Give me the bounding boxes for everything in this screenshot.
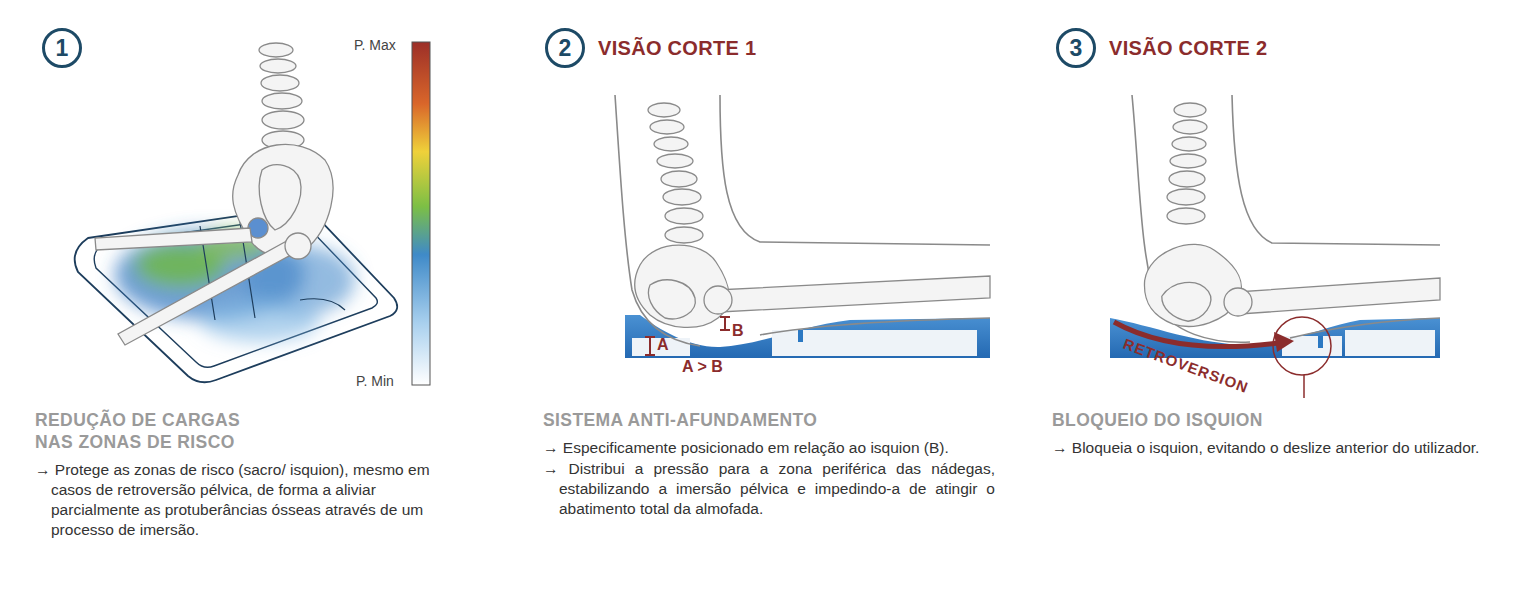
pressure-scale [412, 42, 430, 385]
skeleton-section-2 [1167, 208, 1205, 224]
body-outline-1 [720, 95, 990, 245]
skeleton-section-1 [635, 103, 990, 327]
skeleton-3d [95, 43, 333, 345]
skeleton-section-2 [1169, 171, 1205, 187]
cushion-section-2 [1345, 330, 1435, 356]
pressure-scale [412, 42, 430, 385]
skeleton-3d [118, 238, 300, 345]
skeleton-3d [262, 111, 304, 129]
cushion-3d [200, 298, 320, 342]
skeleton-3d [95, 228, 252, 250]
cushion-section-1 [798, 330, 803, 342]
skeleton-section-2 [1224, 288, 1252, 316]
step-circle: 2VISÃO CORTE 1 [545, 28, 585, 68]
skeleton-3d [259, 43, 293, 57]
skeleton-section-1 [648, 103, 680, 117]
cushion-section-2 [1282, 336, 1342, 356]
skeleton-section-1 [716, 276, 990, 312]
skeleton-3d [285, 233, 311, 259]
feature-heading: SISTEMA ANTI-AFUNDAMENTO [543, 409, 993, 431]
detail-callout [1273, 317, 1331, 398]
section-title: VISÃO CORTE 1 [598, 37, 756, 60]
skeleton-section-2 [1132, 103, 1440, 341]
skeleton-section-2 [1158, 275, 1216, 329]
retroversion-arrow [1274, 332, 1294, 352]
skeleton-section-2 [1173, 120, 1207, 134]
feature-heading: REDUÇÃO DE CARGAS NAS ZONAS DE RISCO [35, 409, 275, 453]
skeleton-section-2 [1170, 154, 1206, 168]
skeleton-3d [259, 165, 301, 230]
skeleton-section-1 [663, 189, 701, 205]
step-number: 1 [45, 31, 79, 65]
dimension-markers [720, 317, 730, 330]
step-circle: 3VISÃO CORTE 2 [1056, 28, 1096, 68]
scale-min: P. Min [356, 373, 394, 389]
body-outline-2 [1290, 318, 1440, 338]
skeleton-3d [262, 93, 302, 109]
dimension-letter: A [657, 336, 669, 354]
skeleton-section-2 [1172, 137, 1206, 151]
feature-heading: BLOQUEIO DO ISQUION [1052, 409, 1512, 431]
skeleton-section-1 [704, 286, 732, 314]
cushion-section-1 [772, 330, 977, 356]
cushion-3d [94, 218, 377, 367]
dimension-markers [645, 337, 655, 355]
dimension-relation: A > B [682, 358, 723, 376]
skeleton-section-2 [1132, 230, 1251, 342]
dimension-markers [645, 317, 730, 355]
skeleton-section-1 [657, 154, 693, 168]
section-title: VISÃO CORTE 2 [1109, 37, 1267, 60]
dimension-letter: B [732, 322, 744, 340]
skeleton-3d [261, 75, 299, 91]
skeleton-section-1 [661, 171, 697, 187]
detail-callout [1273, 317, 1331, 375]
body-outline-2 [1132, 95, 1440, 342]
feature-text: → Protege as zonas de risco (sacro/ isqu… [35, 460, 465, 540]
cushion-section-2 [1318, 336, 1323, 348]
skeleton-section-1 [665, 227, 703, 243]
body-outline-1 [760, 318, 990, 335]
detail-callout [1303, 375, 1305, 398]
feature-text: → Especificamente posicionado em relação… [543, 438, 995, 458]
body-outline-2 [1232, 95, 1440, 245]
skeleton-section-2 [1132, 230, 1251, 342]
skeleton-section-2 [1236, 278, 1440, 314]
skeleton-section-2 [1167, 189, 1205, 205]
motion-label: RETROVERSION [1121, 335, 1251, 396]
step-number: 3 [1059, 31, 1093, 65]
step-number: 2 [548, 31, 582, 65]
skeleton-3d [260, 59, 296, 73]
cushion-3d [75, 208, 398, 383]
skeleton-section-1 [654, 137, 688, 151]
skeleton-section-2 [1174, 103, 1206, 117]
skeleton-section-1 [650, 120, 684, 134]
feature-text: → Bloqueia o isquion, evitando o deslize… [1052, 438, 1512, 458]
cushion-3d [300, 299, 345, 310]
cushion-3d [75, 208, 398, 383]
skeleton-section-1 [648, 280, 695, 319]
step-circle: 1 [42, 28, 82, 68]
feature-text: → Distribui a pressão para a zona perifé… [543, 459, 995, 519]
scale-max: P. Max [354, 37, 396, 53]
body-outline-1 [615, 95, 990, 346]
skeleton-section-1 [665, 208, 703, 224]
